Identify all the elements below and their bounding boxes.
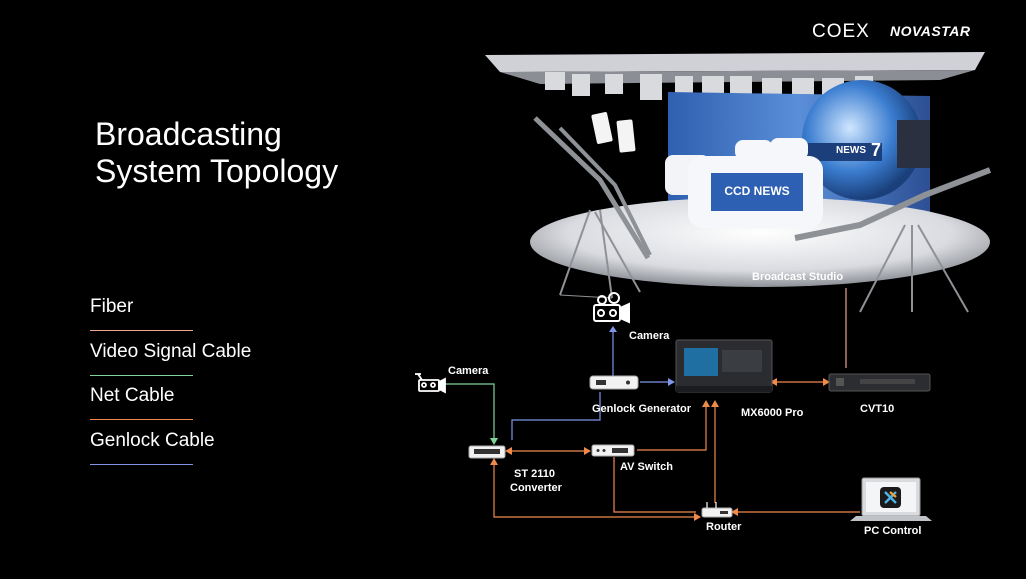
st2110-device	[468, 445, 506, 459]
arrow-video-st2110	[490, 438, 498, 445]
camera-left-label: Camera	[448, 365, 489, 377]
mx6000-label: MX6000 Pro	[741, 407, 804, 419]
wire-video-camera-st2110	[440, 383, 495, 440]
legend-item-fiber: Fiber	[90, 296, 270, 331]
wire-genlock-generator-st2110	[511, 392, 601, 440]
cvt10-device	[828, 373, 931, 392]
mx6000-device	[675, 339, 773, 393]
st2110-label-line-2: Converter	[510, 482, 562, 494]
legend-line-fiber	[90, 330, 193, 331]
news-desk	[665, 138, 823, 228]
arrow-net-mx6000-bottom	[702, 400, 710, 407]
av-switch-device	[591, 444, 635, 457]
wire-net-avswitch-mx6000	[637, 405, 707, 451]
arrow-net-mx6000	[770, 378, 777, 386]
legend-item-genlock-cable: Genlock Cable	[90, 430, 270, 465]
desk-text: CCD NEWS	[724, 184, 790, 198]
wire-net-st2110-router	[493, 463, 696, 518]
legend-label: Genlock Cable	[90, 430, 215, 451]
camera-top-label: Camera	[629, 330, 670, 342]
legend-item-video-signal-cable: Video Signal Cable	[90, 341, 270, 376]
av-switch-label: AV Switch	[620, 461, 673, 473]
novastar-logo: NOVASTAR	[890, 23, 971, 39]
page-title-line-2: System Topology	[95, 153, 339, 189]
camera-top-icon	[593, 292, 630, 324]
page-title-line-1: Broadcasting	[95, 116, 282, 152]
arrow-net-router-left	[694, 513, 701, 521]
arrow-net-router-right	[731, 508, 738, 516]
arrow-net-st2110-bottom	[490, 458, 498, 465]
arrow-net-cvt10	[823, 378, 830, 386]
pc-control-label: PC Control	[864, 525, 922, 537]
wire-net-avswitch-router	[613, 457, 696, 513]
legend-item-net-cable: Net Cable	[90, 385, 270, 420]
studio-lights	[591, 112, 636, 153]
genlock-generator-label: Genlock Generator	[592, 403, 692, 415]
page-title: Broadcasting System Topology	[95, 116, 455, 190]
screen-text: NEWS	[836, 145, 866, 156]
router-device	[701, 502, 733, 518]
camera-crane-right	[794, 167, 992, 313]
camera-left-icon	[415, 373, 446, 394]
coex-logo: COEX	[812, 21, 870, 42]
st2110-label-line-1: ST 2110	[514, 468, 555, 480]
legend-label: Video Signal Cable	[90, 341, 252, 362]
legend-label: Fiber	[90, 296, 134, 317]
legend-line-genlock	[90, 464, 193, 465]
genlock-generator-device	[589, 375, 639, 390]
screen-number: 7	[871, 140, 882, 160]
st2110-label: ST 2110 Converter	[510, 467, 562, 495]
arrow-genlock-mx6000	[668, 378, 675, 386]
router-label: Router	[706, 521, 742, 533]
legend-line-video	[90, 375, 193, 376]
camera-crane-left	[533, 116, 652, 299]
legend-label: Net Cable	[90, 385, 175, 406]
legend-line-net	[90, 419, 193, 420]
arrow-genlock-camera	[609, 326, 617, 332]
broadcast-studio-label: Broadcast Studio	[752, 271, 844, 283]
arrow-net-st2110	[505, 447, 512, 455]
cvt10-label: CVT10	[860, 403, 895, 415]
arrow-net-avswitch	[584, 447, 591, 455]
pc-laptop-device	[850, 477, 932, 521]
arrow-net-mx6000-router-top	[711, 400, 719, 407]
